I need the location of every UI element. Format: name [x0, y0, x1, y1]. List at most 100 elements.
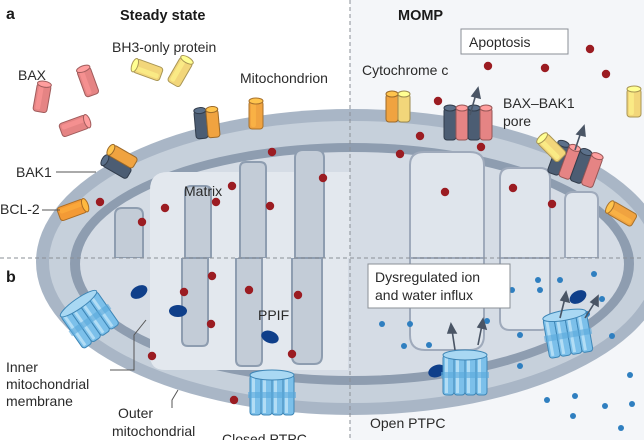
cytochrome-c	[293, 290, 303, 300]
pore-efflux-arrows	[469, 86, 586, 151]
ion	[629, 401, 635, 407]
ion	[535, 277, 541, 283]
cytochrome-c	[483, 61, 493, 71]
ptpc-inner-membrane	[59, 289, 119, 349]
leader-lines	[42, 171, 179, 408]
ptpc-open	[542, 308, 594, 359]
cytochrome-c	[95, 197, 105, 207]
cytochrome-c	[415, 131, 425, 141]
ion	[602, 403, 608, 409]
ion	[570, 413, 576, 419]
ion	[591, 271, 597, 277]
ppif-molecules	[130, 285, 587, 378]
ppif	[169, 305, 187, 317]
ptpc-closed	[248, 369, 296, 416]
ion	[484, 318, 490, 324]
ptpc-efflux-arrows	[446, 290, 599, 351]
cytochrome-c-molecules	[95, 44, 611, 405]
label-bh3-only-protein: BH3-only protein	[112, 39, 216, 55]
bax-protein	[58, 114, 92, 138]
ion	[618, 425, 624, 431]
membrane-proteins	[32, 55, 642, 227]
cytochrome-c	[440, 187, 450, 197]
ppif	[569, 290, 587, 304]
apoptosis-box	[460, 28, 569, 55]
cytochrome-c	[476, 142, 486, 152]
ppif	[261, 330, 279, 344]
ion	[517, 332, 523, 338]
ion	[426, 342, 432, 348]
cytochrome-c	[267, 147, 277, 157]
label-dysregulated-line1: Dysregulated ion	[375, 269, 480, 285]
bak1-complex	[100, 143, 138, 179]
cytochrome-c	[211, 197, 221, 207]
label-bax: BAX	[18, 67, 47, 83]
cytochrome-c	[206, 319, 216, 329]
cytochrome-c	[395, 149, 405, 159]
label-matrix: Matrix	[184, 183, 222, 199]
label-bcl2: BCL-2	[0, 201, 40, 217]
bh3-only-protein	[626, 85, 642, 118]
label-bax-bak1-pore-line2: pore	[503, 113, 531, 129]
cytochrome-c	[229, 395, 239, 405]
ion	[379, 321, 385, 327]
bak1-protein	[248, 97, 264, 130]
cytochrome-c	[207, 271, 217, 281]
ion	[609, 333, 615, 339]
ptpc-complexes	[59, 289, 594, 416]
bax-bak1-pore	[443, 104, 493, 141]
bh3-only-protein	[130, 58, 164, 82]
label-open-ptpc: Open PTPC	[370, 415, 445, 431]
bax-bak1-cluster	[385, 90, 411, 123]
ion	[572, 393, 578, 399]
ion	[544, 397, 550, 403]
bh3-only-protein	[167, 55, 194, 88]
cytochrome-c	[147, 351, 157, 361]
cytochrome-c	[287, 349, 297, 359]
ion	[557, 277, 563, 283]
cytochrome-c	[227, 181, 237, 191]
panel-letter-b: b	[6, 269, 16, 286]
ion	[599, 296, 605, 302]
bax-protein	[32, 80, 52, 114]
dysregulated-influx-box	[367, 263, 511, 309]
label-outer-membrane-line2: mitochondrial	[112, 423, 195, 439]
ppif	[130, 285, 148, 299]
ion	[537, 287, 543, 293]
cytochrome-c	[540, 63, 550, 73]
label-closed-ptpc: Closed PTPC	[222, 431, 307, 440]
title-momp: MOMP	[398, 8, 443, 24]
cytochrome-c	[244, 285, 254, 295]
title-steady-state: Steady state	[120, 8, 205, 24]
bax-protein	[76, 64, 100, 98]
cytochrome-c	[547, 199, 557, 209]
label-cytochrome-c: Cytochrome c	[362, 62, 448, 78]
ion	[407, 321, 413, 327]
mitochondrion	[36, 109, 644, 415]
label-bak1: BAK1	[16, 164, 52, 180]
label-inner-membrane-line1: Inner	[6, 359, 38, 375]
cristae-top-left	[114, 149, 350, 258]
cytochrome-c	[508, 183, 518, 193]
ion	[627, 372, 633, 378]
cytochrome-c	[179, 287, 189, 297]
label-apoptosis: Apoptosis	[469, 34, 530, 50]
cytochrome-c	[137, 217, 147, 227]
label-dysregulated-line2: and water influx	[375, 287, 473, 303]
ion	[401, 343, 407, 349]
label-inner-membrane-line3: membrane	[6, 393, 73, 409]
cytochrome-c	[601, 69, 611, 79]
bcl2-protein	[56, 198, 90, 222]
cytochrome-c	[265, 201, 275, 211]
bak1-bax-complex	[193, 105, 221, 140]
bh3-only-protein	[536, 132, 567, 163]
cytochrome-c	[318, 173, 328, 183]
bak1-protein	[605, 200, 638, 227]
label-bax-bak1-pore-line1: BAX–BAK1	[503, 95, 575, 111]
ion	[517, 363, 523, 369]
cytochrome-c	[585, 44, 595, 54]
ptpc-open	[441, 349, 489, 396]
cytochrome-c	[433, 96, 443, 106]
